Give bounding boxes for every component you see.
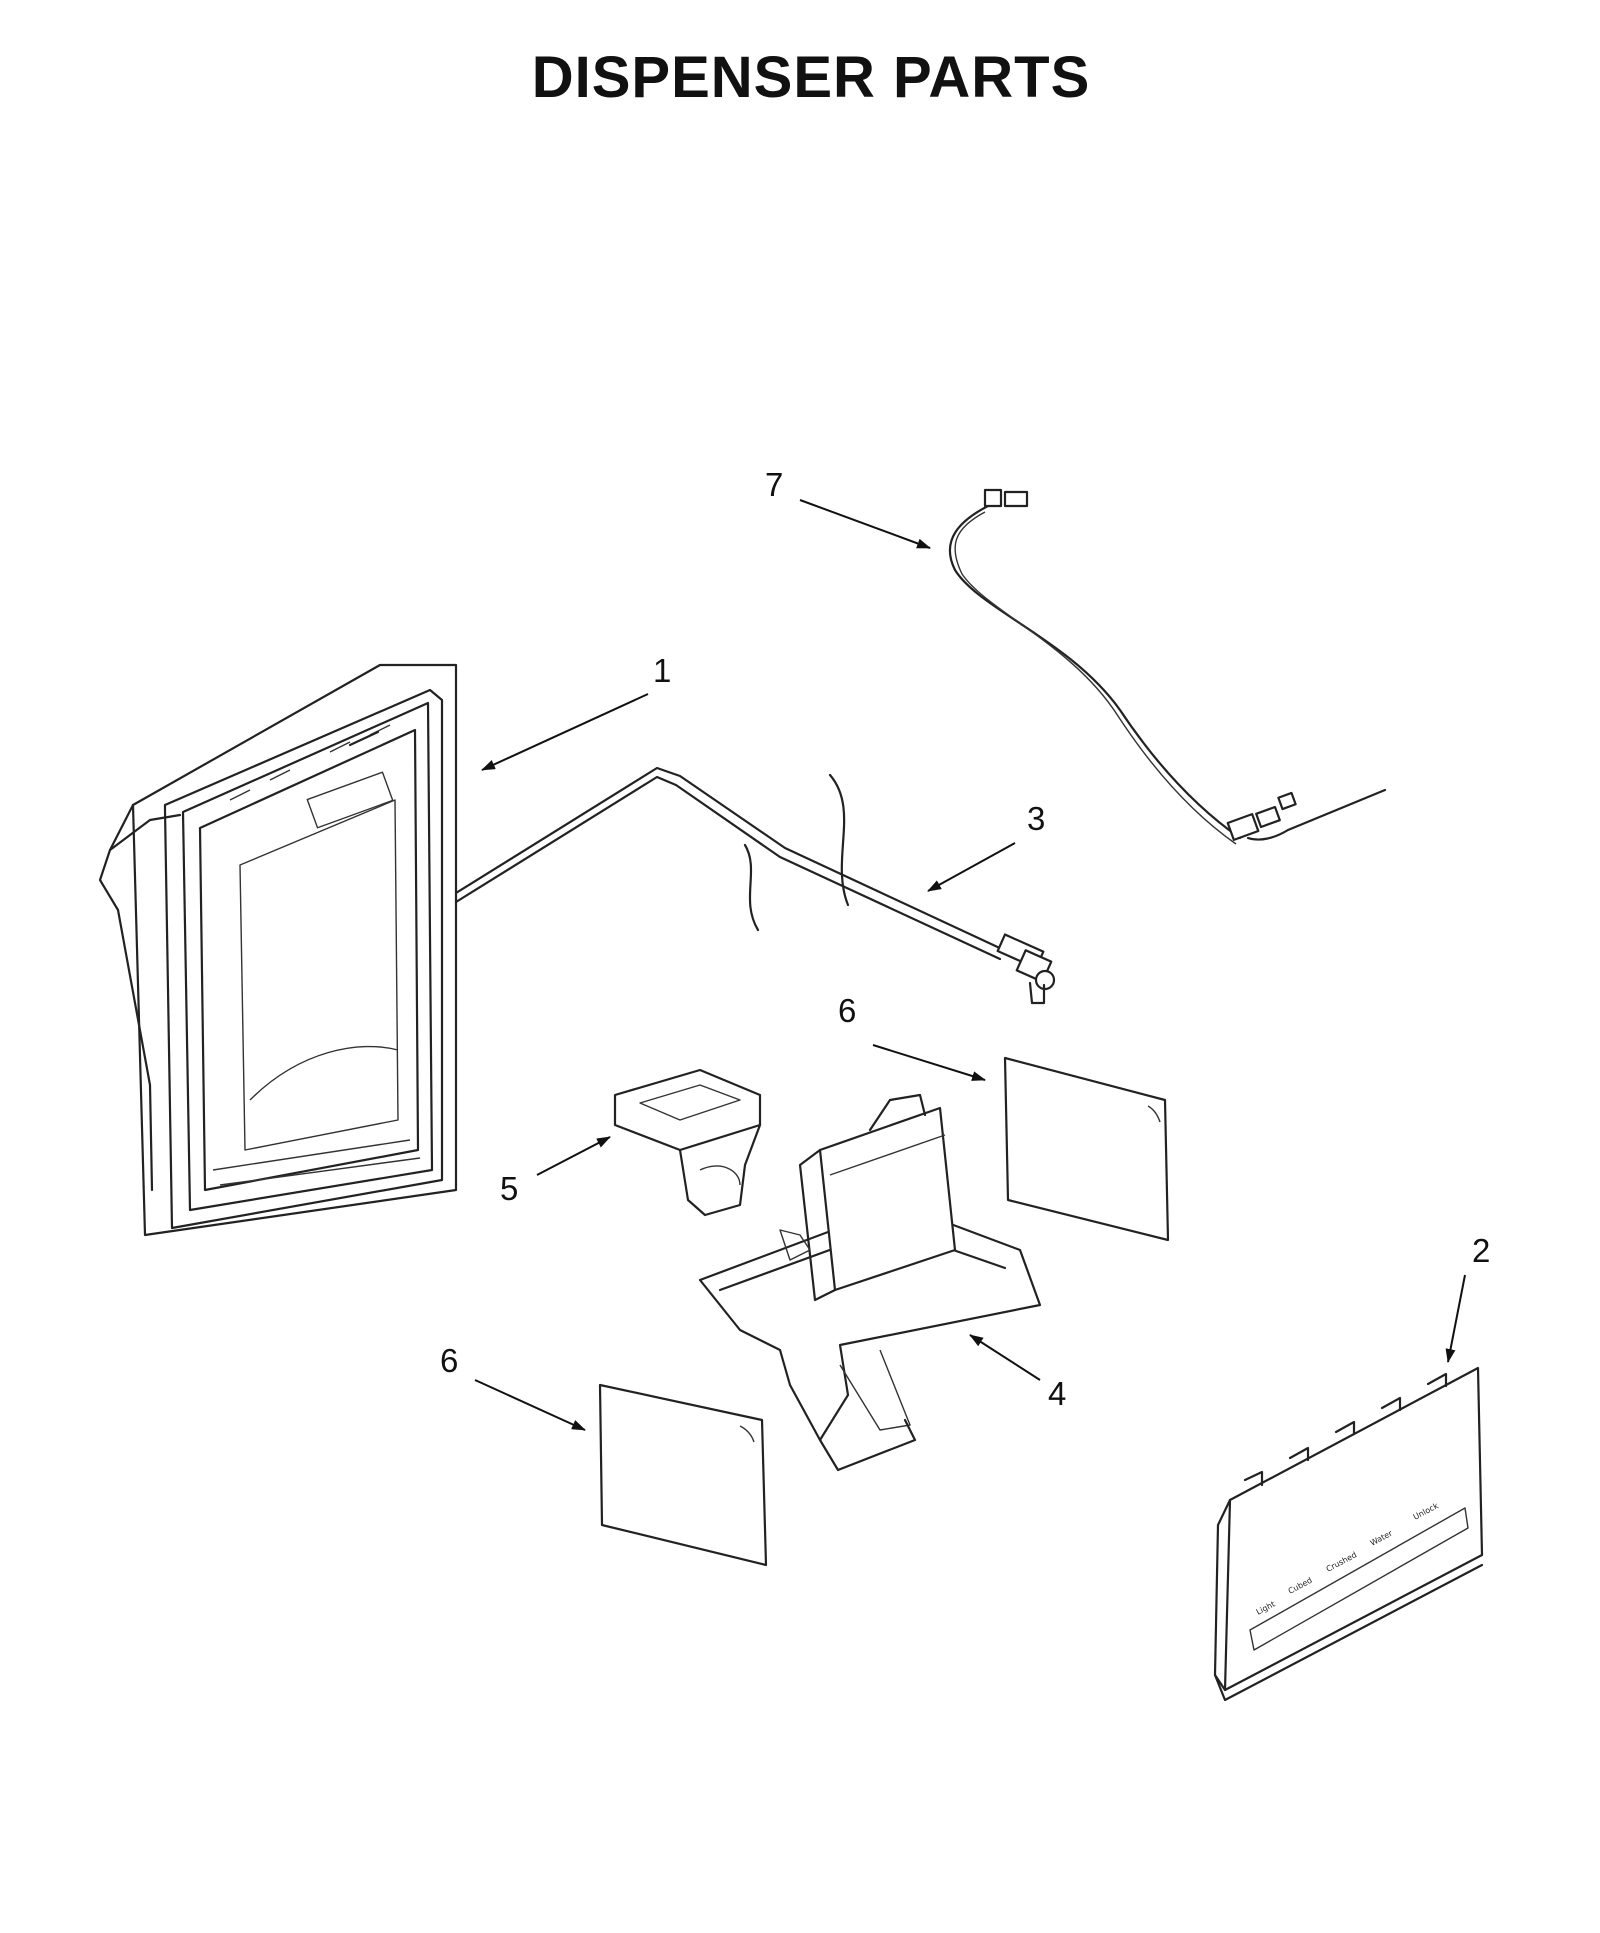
part-4-dispenser-module [698,1093,1042,1472]
part-6-upper-cover-panel [1003,1056,1170,1242]
part-3-water-tube [454,766,1056,1005]
callout-2: 2 [1472,1232,1490,1269]
callout-1: 1 [653,652,671,689]
arrow-6-lower [474,1379,586,1431]
part-1-dispenser-housing [98,663,458,1237]
callout-7: 7 [765,466,783,503]
callout-3: 3 [1027,800,1045,837]
callout-arrows [474,499,1466,1431]
arrow-2 [1445,1274,1466,1363]
callout-labels: 1 2 3 4 5 6 6 7 [440,466,1490,1412]
callout-5: 5 [500,1170,518,1207]
part-5-dispenser-lever [613,1068,762,1217]
part-7-wire-harness [948,488,1387,845]
arrow-6-upper [872,1044,986,1081]
part-2-control-panel: Unlock Water Crushed Cubed Light [1213,1366,1484,1702]
callout-6-upper: 6 [838,992,856,1029]
callout-4: 4 [1048,1375,1066,1412]
callout-6-lower: 6 [440,1342,458,1379]
arrow-3 [927,842,1016,892]
part-6-lower-cover-panel [598,1383,768,1567]
arrow-1 [481,693,649,771]
arrow-5 [536,1136,611,1176]
arrow-7 [799,499,931,549]
page-title: DISPENSER PARTS [531,45,1091,110]
arrow-4 [969,1334,1041,1381]
